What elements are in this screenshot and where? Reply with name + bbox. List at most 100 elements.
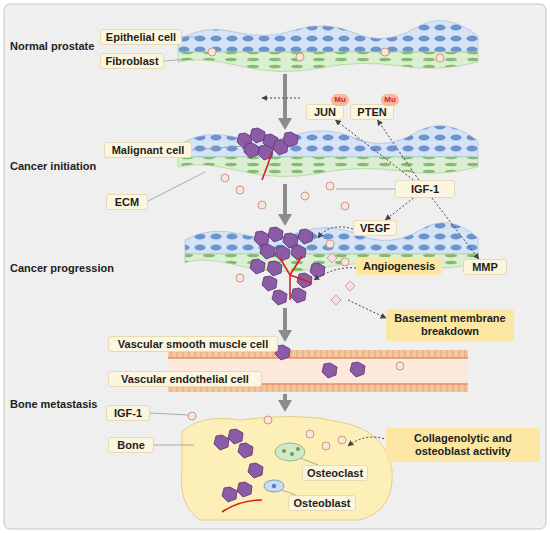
- signal-arrow: [385, 198, 413, 220]
- malignant-cell: [238, 443, 253, 458]
- igf1-molecule: [221, 174, 229, 182]
- malignant-cell: [322, 363, 337, 378]
- box-label: Bone: [117, 439, 145, 452]
- stage-label: Normal prostate: [10, 40, 94, 52]
- stage-arrow: [283, 74, 287, 120]
- label-box: Osteoblast: [288, 495, 356, 511]
- igf1-molecule: [188, 412, 196, 420]
- leader-line: [150, 413, 188, 415]
- box-label: Mu: [334, 95, 346, 104]
- vegf-molecule: [327, 253, 337, 263]
- box-label: Malignant cell: [112, 144, 185, 157]
- malignant-cell: [262, 276, 277, 291]
- frame: [4, 4, 546, 529]
- box-label: Epithelial cell: [106, 31, 176, 44]
- malignant-cell: [244, 143, 259, 158]
- stage-arrow-head: [278, 214, 292, 226]
- label-box: Osteoclast: [302, 465, 368, 481]
- mutation-badge: Mu: [331, 94, 349, 106]
- box-label: Osteoblast: [294, 497, 351, 510]
- igf1-molecule: [296, 53, 304, 61]
- malignant-cell: [254, 231, 269, 246]
- vegf-molecule: [331, 295, 341, 305]
- leader-line: [164, 59, 190, 61]
- malignant-cell: [222, 487, 237, 502]
- stage-label: Cancer progression: [10, 262, 114, 274]
- stage-arrow: [283, 184, 287, 216]
- leader-line: [300, 458, 318, 465]
- box-label: Basement membrane breakdown: [388, 312, 512, 337]
- malignant-cell: [250, 128, 265, 143]
- malignant-cell: [250, 259, 265, 274]
- igf1-molecule: [264, 416, 272, 424]
- malignant-cell: [267, 261, 282, 276]
- malignant-cell: [214, 435, 229, 450]
- label-box: Epithelial cell: [100, 29, 182, 45]
- leader-line: [148, 172, 205, 201]
- epithelium-layer: [178, 21, 478, 52]
- stage-arrow-head: [278, 330, 292, 342]
- malignant-cell: [275, 246, 290, 261]
- factor-box: IGF-1: [395, 180, 455, 198]
- label-box: Vascular smooth muscle cell: [108, 336, 278, 352]
- igf1-molecule: [236, 274, 244, 282]
- box-label: ECM: [115, 196, 139, 209]
- stage-label: Cancer initiation: [10, 160, 96, 172]
- osteoclast-nucleus: [282, 449, 286, 453]
- vegf-molecule: [345, 281, 355, 291]
- stroma-layer: [178, 52, 478, 72]
- stage-arrow-head: [278, 118, 292, 130]
- box-label: IGF-1: [114, 407, 142, 420]
- igf1-molecule: [208, 48, 216, 56]
- endothelium: [168, 357, 468, 359]
- box-label: Osteoclast: [307, 467, 363, 480]
- igf1-molecule: [236, 186, 244, 194]
- stroma-layer: [178, 157, 478, 177]
- signal-arrow: [348, 437, 388, 446]
- label-box: Malignant cell: [104, 142, 192, 158]
- box-label: Fibroblast: [105, 55, 158, 68]
- igf1-molecule: [341, 202, 349, 210]
- igf1-molecule: [301, 192, 309, 200]
- effect-box: Basement membrane breakdown: [386, 309, 514, 341]
- osteoblast-nucleus: [272, 484, 276, 488]
- signal-arrow: [314, 268, 356, 280]
- malignant-cell: [298, 229, 313, 244]
- leader-line: [192, 146, 243, 150]
- label-box: Bone: [108, 437, 154, 453]
- box-label: Vascular smooth muscle cell: [118, 338, 268, 351]
- malignant-cell: [272, 290, 287, 305]
- malignant-cell: [260, 244, 275, 259]
- box-label: JUN: [314, 106, 336, 119]
- malignant-cell: [248, 463, 263, 478]
- osteoblast-cell: [264, 480, 284, 492]
- signal-arrow: [335, 120, 413, 180]
- stage-arrow: [283, 308, 287, 332]
- malignant-cell: [291, 245, 306, 260]
- osteoclast-nucleus: [296, 447, 300, 451]
- label-box: Vascular endothelial cell: [108, 371, 262, 387]
- box-label: VEGF: [360, 222, 390, 235]
- blood-vessel: [280, 256, 312, 300]
- malignant-cell: [237, 482, 252, 497]
- igf1-molecule: [306, 430, 314, 438]
- igf1-molecule: [338, 436, 346, 444]
- leader-line: [336, 189, 395, 190]
- box-label: PTEN: [357, 106, 386, 119]
- igf1-molecule: [258, 201, 266, 209]
- gene-box: PTENMu: [350, 104, 394, 120]
- box-label: Collagenolytic and osteoblast activity: [388, 432, 538, 457]
- box-label: MMP: [472, 261, 498, 274]
- blood-vessel: [262, 152, 272, 180]
- factor-box: VEGF: [353, 220, 397, 236]
- igf1-molecule: [341, 258, 349, 266]
- malignant-cell: [310, 263, 325, 278]
- label-box: IGF-1: [106, 405, 150, 421]
- igf1-molecule: [326, 240, 334, 248]
- malignant-cell: [228, 429, 243, 444]
- box-label: Vascular endothelial cell: [121, 373, 249, 386]
- label-box: Fibroblast: [100, 53, 164, 69]
- box-label: IGF-1: [411, 183, 439, 196]
- epithelium-layer: [185, 223, 478, 254]
